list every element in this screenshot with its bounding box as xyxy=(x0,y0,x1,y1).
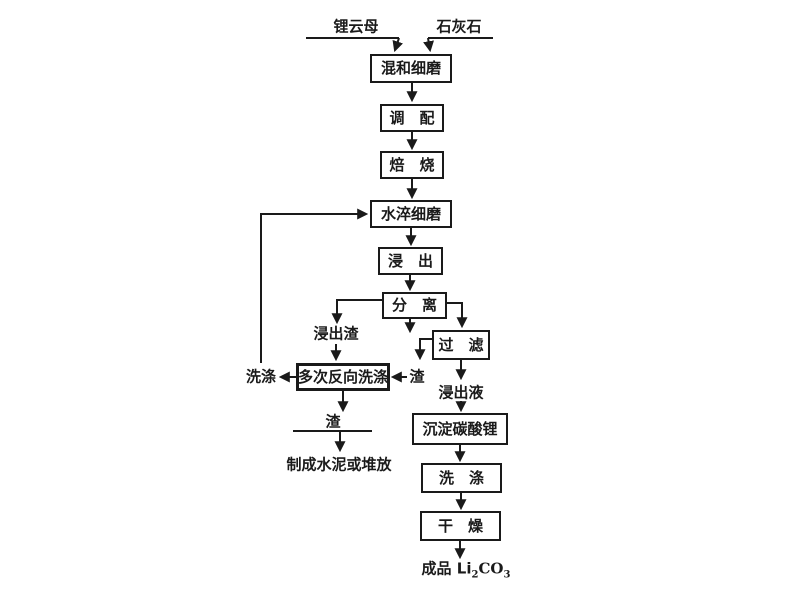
wash-water-label: 洗涤 xyxy=(245,367,277,386)
arrow-filter-to-residue xyxy=(414,338,432,361)
box-blend-label: 调 配 xyxy=(389,108,435,127)
box-counter-wash-label: 多次反向洗涤 xyxy=(298,367,389,386)
box-filter-label: 过 滤 xyxy=(438,335,484,354)
box-separate-label: 分 离 xyxy=(391,296,437,314)
box-precipitate-label: 沉淀碳酸锂 xyxy=(422,419,498,438)
box-blend: 调 配 xyxy=(380,104,444,132)
box-precipitate: 沉淀碳酸锂 xyxy=(412,413,508,445)
box-wash-label: 洗 涤 xyxy=(438,468,484,487)
box-mix-grind-label: 混和细磨 xyxy=(380,59,441,77)
box-counter-wash: 多次反向洗涤 xyxy=(296,363,390,391)
product-subscript-3: 3 xyxy=(503,569,511,581)
box-quench-grind-label: 水淬细磨 xyxy=(380,204,441,223)
box-dry-label: 干 燥 xyxy=(437,516,483,535)
product-label: 成品 Li2CO3 xyxy=(421,559,511,581)
arrow-separate-to-filter xyxy=(447,302,468,329)
product-co: CO xyxy=(478,559,504,578)
arrow-separate-to-leach-residue xyxy=(331,299,382,325)
product-prefix: 成品 Li xyxy=(421,559,472,578)
box-filter: 过 滤 xyxy=(432,330,490,360)
residue-mid-label: 渣 xyxy=(409,367,425,386)
box-roast-label: 焙 烧 xyxy=(389,155,435,174)
box-quench-grind: 水淬细磨 xyxy=(370,200,452,228)
arrow-limestone-to-mix xyxy=(423,37,434,53)
box-mix-grind: 混和细磨 xyxy=(370,54,452,83)
box-leach-label: 浸 出 xyxy=(387,251,433,270)
box-wash: 洗 涤 xyxy=(421,463,502,493)
input-limestone-label: 石灰石 xyxy=(436,17,482,36)
box-separate: 分 离 xyxy=(382,292,447,319)
box-dry: 干 燥 xyxy=(420,511,501,541)
leachate-label: 浸出液 xyxy=(438,383,484,402)
washwater-recycle-to-quench xyxy=(260,208,369,363)
input-lepidolite-label: 锂云母 xyxy=(333,17,379,36)
leach-residue-label: 浸出渣 xyxy=(313,324,359,343)
box-leach: 浸 出 xyxy=(378,247,443,275)
residue-bottom-label: 渣 xyxy=(325,412,341,431)
box-roast: 焙 烧 xyxy=(380,151,444,179)
product-subscript-2: 2 xyxy=(471,569,479,581)
cement-or-stockpile-label: 制成水泥或堆放 xyxy=(286,455,392,474)
arrow-lepidolite-to-mix xyxy=(392,37,404,53)
